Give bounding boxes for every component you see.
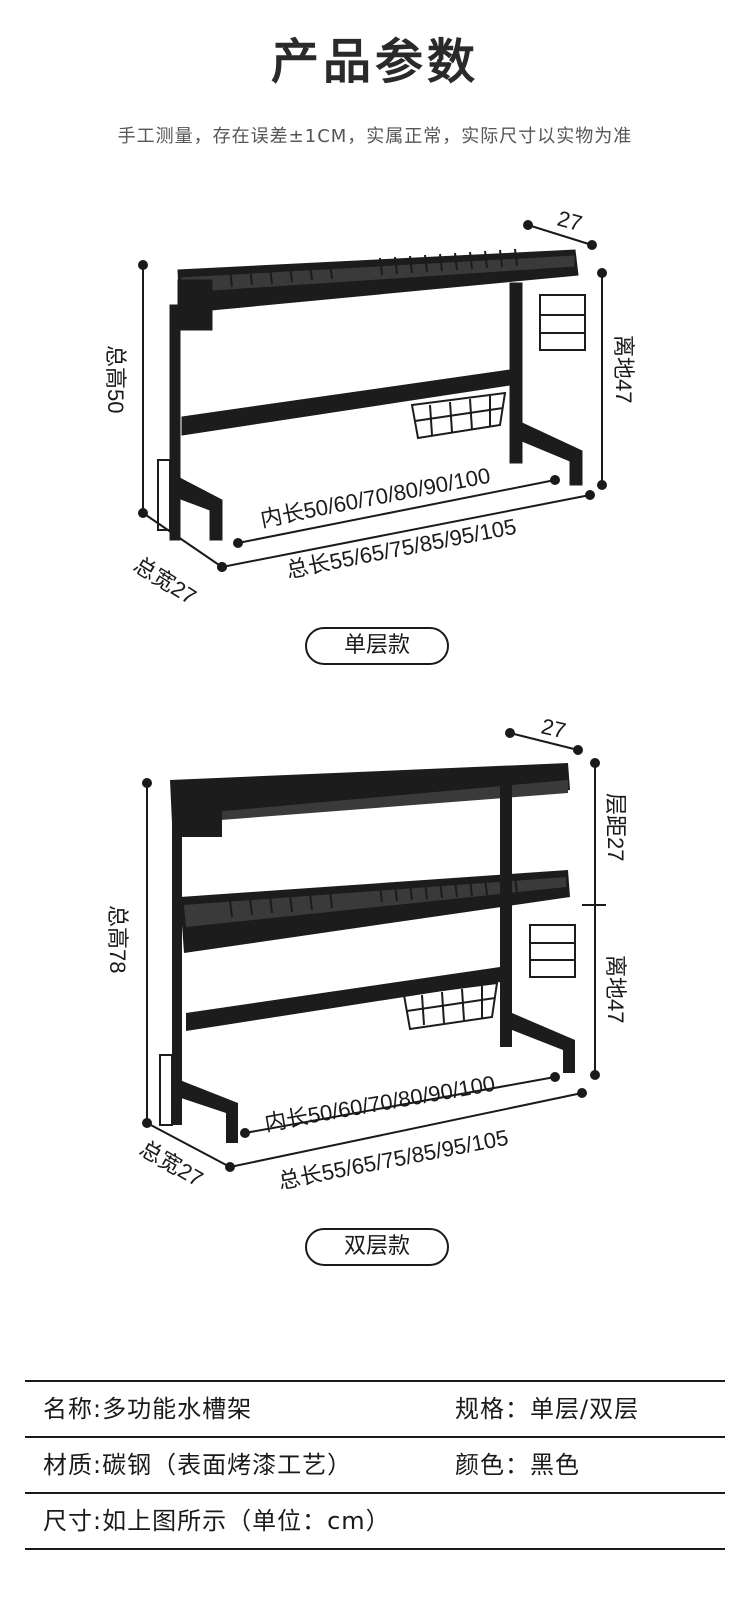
depth-dim-line xyxy=(509,732,579,751)
spec-name: 名称:多功能水槽架 xyxy=(43,1395,253,1423)
spec-dimensions: 尺寸:如上图所示（单位：cm） xyxy=(43,1507,391,1535)
spec-row: 材质:碳钢（表面烤漆工艺） 颜色：黑色 xyxy=(25,1438,725,1494)
single-depth-label: 27 xyxy=(555,206,585,236)
single-width-label: 总宽27 xyxy=(129,552,200,609)
spec-row: 尺寸:如上图所示（单位：cm） xyxy=(25,1494,725,1550)
double-layer-svg: 27 总高78 层距27 离地47 内长50/60/70/80/90/100 总… xyxy=(105,714,628,1194)
double-width-label: 总宽27 xyxy=(136,1136,208,1192)
single-clearance-label: 离地47 xyxy=(611,335,636,403)
depth-dim-line xyxy=(527,224,593,246)
width-dim-line xyxy=(142,512,223,568)
spec-material: 材质:碳钢（表面烤漆工艺） xyxy=(43,1451,353,1479)
measurement-note: 手工测量，存在误差±1CM，实属正常，实际尺寸以实物为准 xyxy=(117,126,633,147)
width-dim-line xyxy=(146,1122,231,1168)
total-length-dim-line xyxy=(221,494,591,568)
spec-table: 名称:多功能水槽架 规格：单层/双层 材质:碳钢（表面烤漆工艺） 颜色：黑色 尺… xyxy=(25,1380,725,1550)
spec-row: 名称:多功能水槽架 规格：单层/双层 xyxy=(25,1380,725,1438)
total-length-dim-line xyxy=(229,1092,583,1168)
single-layer-svg: 27 总高50 离地47 内长50/60/70/80/90/100 总长55/6… xyxy=(103,206,636,610)
inner-length-dim-line xyxy=(244,1076,556,1134)
single-rack-illustration xyxy=(157,248,586,541)
double-clearance-label: 离地47 xyxy=(603,955,628,1023)
double-rack-illustration xyxy=(159,763,576,1143)
page-title: 产品参数 xyxy=(270,34,479,90)
spec-color: 颜色：黑色 xyxy=(455,1451,580,1479)
spec-size-options: 规格：单层/双层 xyxy=(455,1395,640,1423)
double-total-length-label: 总长55/65/75/85/95/105 xyxy=(276,1125,510,1194)
single-height-label: 总高50 xyxy=(103,345,128,413)
single-layer-diagram: 27 总高50 离地47 内长50/60/70/80/90/100 总长55/6… xyxy=(0,195,750,615)
double-depth-label: 27 xyxy=(539,714,568,744)
inner-length-dim-line xyxy=(237,479,556,544)
double-layer-badge: 双层款 xyxy=(305,1228,449,1266)
double-spacing-label: 层距27 xyxy=(603,793,628,861)
single-layer-badge: 单层款 xyxy=(305,627,449,665)
double-layer-diagram: 27 总高78 层距27 离地47 内长50/60/70/80/90/100 总… xyxy=(0,705,750,1205)
double-inner-length-label: 内长50/60/70/80/90/100 xyxy=(263,1071,497,1136)
double-height-label: 总高78 xyxy=(105,905,130,973)
